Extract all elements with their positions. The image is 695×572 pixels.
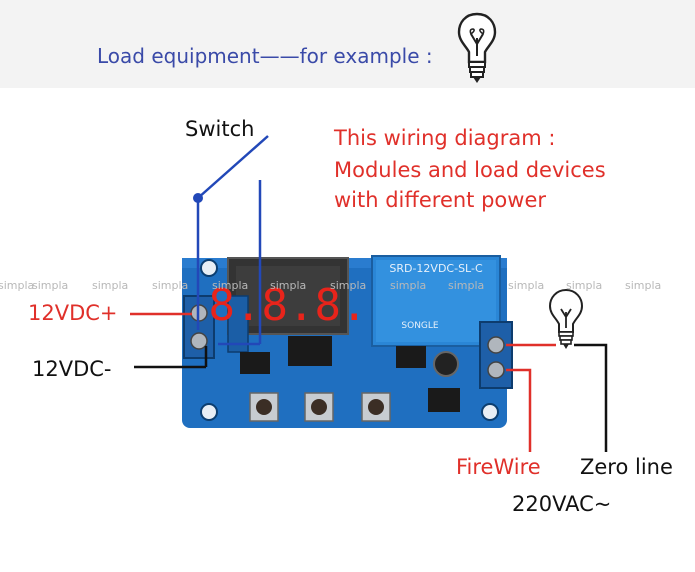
watermark: simpla (212, 279, 249, 292)
watermark: simpla (32, 279, 69, 292)
ic-chip (428, 388, 460, 412)
header-title: Load equipment——for example : (97, 44, 433, 68)
watermark: simpla (390, 279, 427, 292)
watermark: simpla (508, 279, 545, 292)
header-band (0, 0, 695, 88)
fire-wire-label: FireWire (456, 455, 541, 479)
watermark: simpla (270, 279, 307, 292)
watermark: simpla (0, 279, 35, 292)
supply-positive-label: 12VDC+ (28, 301, 118, 325)
watermark: simpla (330, 279, 367, 292)
relay-module (182, 255, 513, 428)
switch-label: Switch (185, 117, 255, 141)
mounting-hole (200, 259, 218, 277)
output-terminal-block (479, 321, 513, 389)
mounting-hole (200, 403, 218, 421)
button-3 (361, 392, 391, 422)
mounting-hole (481, 403, 499, 421)
supply-negative-label: 12VDC- (32, 357, 112, 381)
relay-model: SRD-12VDC-SL-C (389, 262, 483, 275)
watermark: simpla (448, 279, 485, 292)
fire-wire-down (506, 368, 532, 452)
load-lightbulb-icon (548, 288, 584, 349)
ic-chip (240, 352, 270, 374)
relay-brand: SONGLE (401, 321, 439, 331)
note-line-2: Modules and load devices (334, 158, 606, 182)
watermark: simpla (625, 279, 662, 292)
note-line-3: with different power (334, 188, 546, 212)
watermark: simpla (152, 279, 189, 292)
switch-lever (197, 135, 269, 199)
watermark: simpla (566, 279, 603, 292)
watermark: simpla (92, 279, 129, 292)
zero-line-label: Zero line (580, 455, 673, 479)
lightbulb-icon (457, 12, 497, 83)
capacitor (433, 351, 459, 377)
button-1 (249, 392, 279, 422)
zero-line-wire (574, 343, 608, 452)
note-line-1: This wiring diagram : (334, 126, 556, 150)
switch-pivot (193, 193, 203, 203)
ac-supply-label: 220VAC~ (512, 492, 612, 516)
ic-chip (288, 336, 332, 366)
ic-chip (396, 346, 426, 368)
button-2 (304, 392, 334, 422)
display-digits: 8.8.8. (209, 280, 368, 331)
